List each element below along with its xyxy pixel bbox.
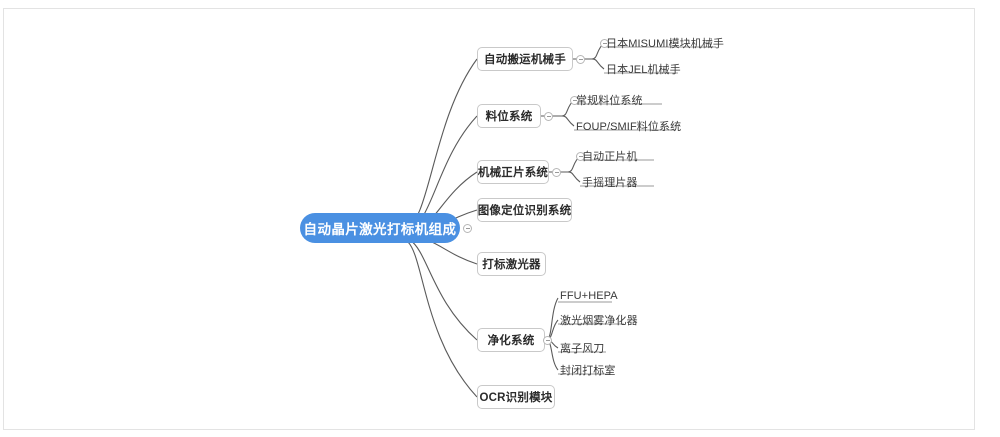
root-node[interactable]: 自动晶片激光打标机组成 (300, 213, 460, 243)
leaf-node-label: 封闭打标室 (560, 365, 616, 377)
leaf-node-auto-wafer-machine[interactable]: 自动正片机 (582, 148, 638, 164)
branch-collapse-toggle-icon-3[interactable] (552, 168, 561, 177)
branch-node-label: 打标激光器 (482, 259, 541, 271)
root-collapse-toggle-icon[interactable] (463, 224, 472, 233)
branch-node-material-level-system[interactable]: 料位系统 (477, 104, 541, 128)
child-fan-toggle-icon-3[interactable] (576, 152, 585, 161)
leaf-node-label: 日本MISUMI模块机械手 (606, 38, 725, 50)
child-fan-toggle-icon-1[interactable] (600, 39, 609, 48)
root-node-label: 自动晶片激光打标机组成 (303, 222, 457, 237)
branch-collapse-toggle-icon-1[interactable] (576, 55, 585, 64)
leaf-node-label: 手摇理片器 (582, 177, 638, 189)
branch-node-image-positioning-system[interactable]: 图像定位识别系统 (477, 198, 572, 222)
branch-node-purification-system[interactable]: 净化系统 (477, 328, 545, 352)
branch-node-label: 自动搬运机械手 (484, 54, 566, 66)
branch-collapse-toggle-icon-2[interactable] (544, 112, 553, 121)
branch-node-label: 净化系统 (487, 335, 535, 347)
leaf-node-label: 常规料位系统 (576, 95, 643, 107)
branch-collapse-toggle-icon-6[interactable] (543, 336, 552, 345)
leaf-node-label: FFU+HEPA (560, 290, 618, 302)
leaf-node-misumi-robot[interactable]: 日本MISUMI模块机械手 (606, 35, 724, 51)
leaf-node-ffu-hepa[interactable]: FFU+HEPA (560, 290, 618, 302)
branch-node-mechanical-wafer-system[interactable]: 机械正片系统 (477, 160, 549, 184)
branch-node-ocr-module[interactable]: OCR识别模块 (477, 385, 555, 409)
leaf-node-foup-smif-system[interactable]: FOUP/SMIF料位系统 (576, 118, 681, 134)
leaf-node-jel-robot[interactable]: 日本JEL机械手 (606, 61, 681, 77)
leaf-node-manual-wafer-sorter[interactable]: 手摇理片器 (582, 174, 638, 190)
leaf-node-laser-fume-purifier[interactable]: 激光烟雾净化器 (560, 312, 638, 328)
leaf-node-label: FOUP/SMIF料位系统 (576, 121, 682, 133)
branch-node-label: OCR识别模块 (479, 392, 553, 404)
child-fan-toggle-icon-2[interactable] (570, 96, 579, 105)
branch-node-marking-laser[interactable]: 打标激光器 (477, 252, 546, 276)
leaf-node-ion-air-knife[interactable]: 离子风刀 (560, 340, 604, 356)
leaf-node-label: 日本JEL机械手 (606, 64, 681, 76)
branch-node-automatic-transfer-robot[interactable]: 自动搬运机械手 (477, 47, 573, 71)
branch-node-label: 料位系统 (485, 111, 533, 123)
leaf-node-label: 离子风刀 (560, 343, 605, 355)
leaf-node-label: 自动正片机 (582, 151, 638, 163)
branch-node-label: 机械正片系统 (477, 167, 549, 179)
leaf-node-standard-material-system[interactable]: 常规料位系统 (576, 92, 643, 108)
branch-node-label: 图像定位识别系统 (477, 205, 572, 217)
leaf-node-enclosed-marking-chamber[interactable]: 封闭打标室 (560, 362, 616, 378)
leaf-node-label: 激光烟雾净化器 (560, 315, 638, 327)
